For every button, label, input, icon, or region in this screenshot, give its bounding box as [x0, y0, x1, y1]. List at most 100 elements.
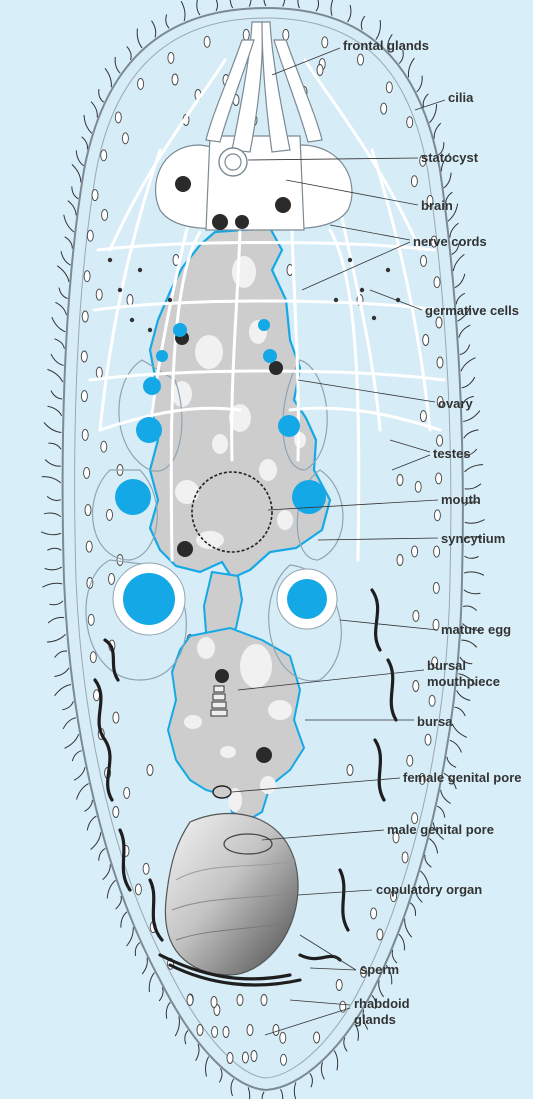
gland-oval [371, 908, 377, 919]
statocyst [219, 148, 247, 176]
gland-oval [336, 980, 342, 991]
gland-oval [281, 1054, 287, 1065]
label-statocyst: statocyst [421, 150, 479, 165]
label-sperm: sperm [360, 962, 399, 977]
label-copulatory-organ: copulatory organ [376, 882, 482, 897]
gland-oval [261, 995, 267, 1006]
gland-oval [397, 555, 403, 566]
gland-oval [211, 997, 217, 1008]
gland-oval [102, 209, 108, 220]
gland-oval [197, 1025, 203, 1036]
gland-oval [92, 190, 98, 201]
gland-oval [87, 230, 93, 241]
germative-cell [334, 298, 338, 302]
gland-oval [113, 712, 119, 723]
gland-oval [109, 573, 115, 584]
gland-oval [415, 481, 421, 492]
gland-oval [81, 391, 87, 402]
gland-oval [433, 582, 439, 593]
gland-oval [187, 995, 193, 1006]
gland-oval [101, 150, 107, 161]
gland-oval [147, 765, 153, 776]
gland-oval [96, 289, 102, 300]
gland-oval [84, 271, 90, 282]
gland-oval [96, 367, 102, 378]
label-mature-egg: mature egg [441, 622, 511, 637]
gland-oval [434, 546, 440, 557]
gland-oval [436, 317, 442, 328]
gland-oval [227, 1053, 233, 1064]
gland-oval [434, 510, 440, 521]
gland-oval [172, 74, 178, 85]
gland-oval [82, 429, 88, 440]
gland-oval [413, 681, 419, 692]
gland-oval [317, 65, 323, 76]
gland-oval [314, 1032, 320, 1043]
gland-oval [423, 335, 429, 346]
label-germative-cells: germative cells [425, 303, 519, 318]
gland-oval [283, 29, 289, 40]
germative-cell [372, 316, 376, 320]
gland-oval [94, 690, 100, 701]
germative-cell [138, 268, 142, 272]
gland-oval [412, 546, 418, 557]
label-brain: brain [421, 198, 453, 213]
label-cilia: cilia [448, 90, 474, 105]
gland-oval [117, 555, 123, 566]
gland-oval [425, 734, 431, 745]
gland-oval [411, 176, 417, 187]
gland-oval [358, 54, 364, 65]
label-ovary: ovary [438, 396, 473, 411]
gland-oval [247, 1025, 253, 1036]
gland-oval [82, 311, 88, 322]
germative-cell [168, 298, 172, 302]
gland-oval [127, 295, 133, 306]
germative-cell [108, 258, 112, 262]
germative-cell [118, 288, 122, 292]
label-testes: testes [433, 446, 471, 461]
gland-oval [347, 765, 353, 776]
gland-oval [420, 411, 426, 422]
gland-oval [84, 467, 90, 478]
gland-oval [138, 78, 144, 89]
gland-oval [223, 1027, 229, 1038]
gland-oval [85, 505, 91, 516]
label-nerve-cords: nerve cords [413, 234, 487, 249]
label-female-genital-pore: female genital pore [403, 770, 521, 785]
gland-oval [113, 807, 119, 818]
gland-oval [135, 884, 141, 895]
gland-oval [115, 112, 121, 123]
germative-cell [386, 268, 390, 272]
gland-oval [434, 277, 440, 288]
gland-oval [168, 52, 174, 63]
gland-oval [90, 652, 96, 663]
label-frontal-glands: frontal glands [343, 38, 429, 53]
gland-oval [237, 995, 243, 1006]
gland-oval [381, 103, 387, 114]
label-bursa: bursa [417, 714, 453, 729]
gland-oval [402, 852, 408, 863]
gland-oval [86, 541, 92, 552]
gland-oval [242, 1052, 248, 1063]
gland-oval [273, 1025, 279, 1036]
gland-oval [122, 133, 128, 144]
gland-oval [437, 357, 443, 368]
gland-oval [421, 255, 427, 266]
gland-oval [143, 863, 149, 874]
germative-cell [348, 258, 352, 262]
female-genital-pore [213, 786, 231, 798]
gland-oval [436, 473, 442, 484]
gland-oval [204, 36, 210, 47]
gland-oval [386, 82, 392, 93]
gland-oval [101, 441, 107, 452]
label-syncytium: syncytium [441, 531, 505, 546]
gland-oval [124, 787, 130, 798]
gland-oval [322, 37, 328, 48]
gland-oval [251, 1051, 257, 1062]
germative-cell [130, 318, 134, 322]
gland-oval [243, 29, 249, 40]
gland-oval [407, 117, 413, 128]
gland-oval [413, 610, 419, 621]
